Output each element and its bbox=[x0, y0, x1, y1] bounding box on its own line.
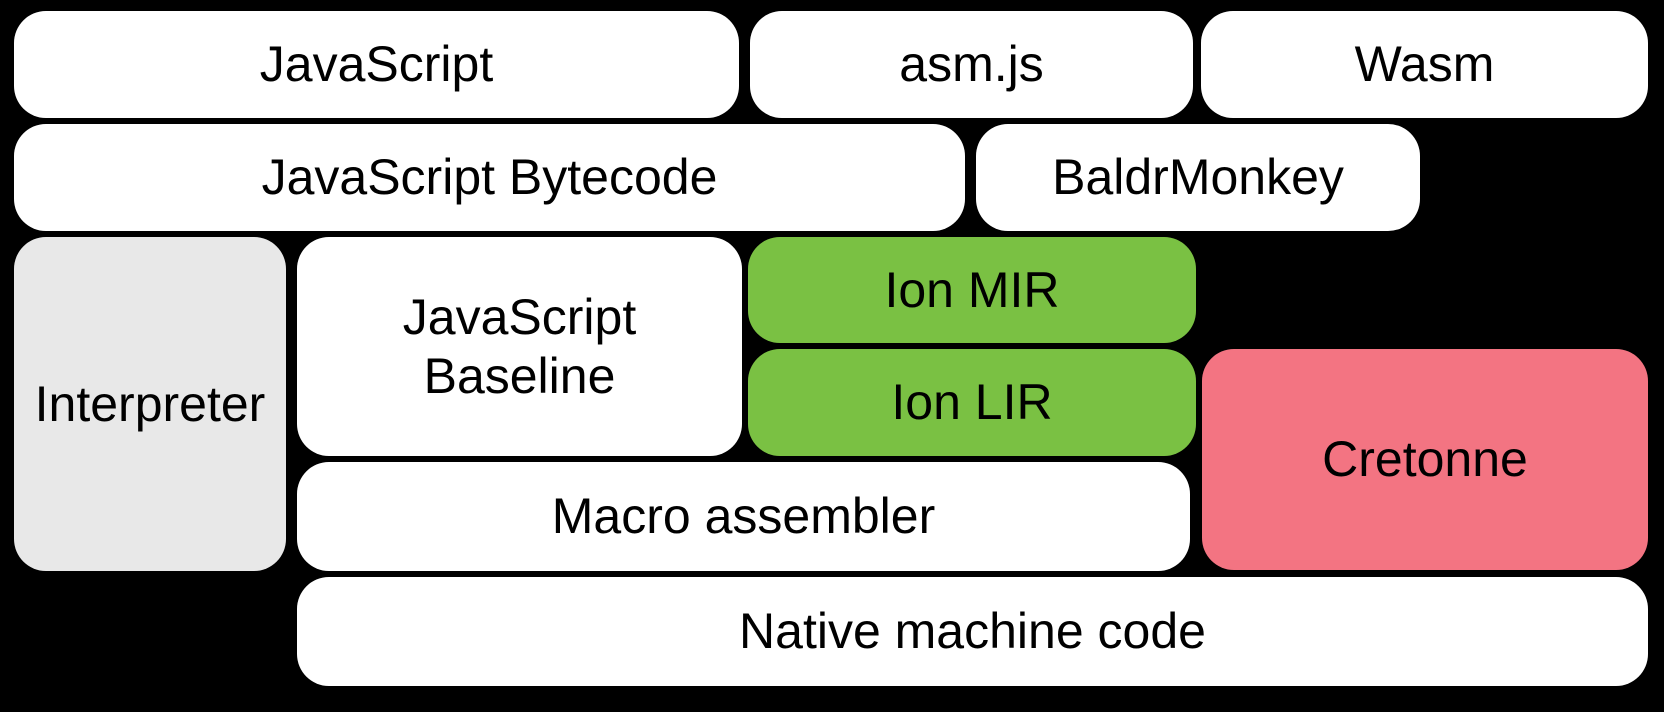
box-javascript-bytecode: JavaScript Bytecode bbox=[14, 124, 965, 231]
box-javascript-baseline: JavaScript Baseline bbox=[297, 237, 742, 456]
box-ion-lir-label: Ion LIR bbox=[891, 374, 1053, 430]
box-baldrmonkey-label: BaldrMonkey bbox=[1052, 149, 1344, 205]
box-javascript-bytecode-label: JavaScript Bytecode bbox=[261, 149, 718, 205]
box-macro-assembler-label: Macro assembler bbox=[551, 488, 936, 544]
box-ion-mir: Ion MIR bbox=[748, 237, 1196, 343]
box-asmjs-label: asm.js bbox=[899, 36, 1044, 92]
box-cretonne-label: Cretonne bbox=[1322, 431, 1528, 487]
box-wasm-label: Wasm bbox=[1354, 36, 1495, 92]
box-macro-assembler: Macro assembler bbox=[297, 462, 1190, 571]
box-native-machine-code-label: Native machine code bbox=[739, 603, 1206, 659]
box-interpreter: Interpreter bbox=[14, 237, 286, 571]
baseline-label-line-2: Baseline bbox=[423, 347, 616, 404]
box-javascript-baseline-label: JavaScript Baseline bbox=[403, 288, 636, 406]
box-wasm: Wasm bbox=[1201, 11, 1648, 118]
box-cretonne: Cretonne bbox=[1202, 349, 1648, 570]
box-baldrmonkey: BaldrMonkey bbox=[976, 124, 1420, 231]
box-native-machine-code: Native machine code bbox=[297, 577, 1648, 686]
baseline-label-line-1: JavaScript bbox=[402, 288, 637, 345]
box-asmjs: asm.js bbox=[750, 11, 1193, 118]
box-ion-lir: Ion LIR bbox=[748, 349, 1196, 456]
box-javascript: JavaScript bbox=[14, 11, 739, 118]
box-interpreter-label: Interpreter bbox=[34, 375, 266, 432]
box-javascript-label: JavaScript bbox=[259, 36, 494, 92]
box-ion-mir-label: Ion MIR bbox=[884, 261, 1060, 318]
